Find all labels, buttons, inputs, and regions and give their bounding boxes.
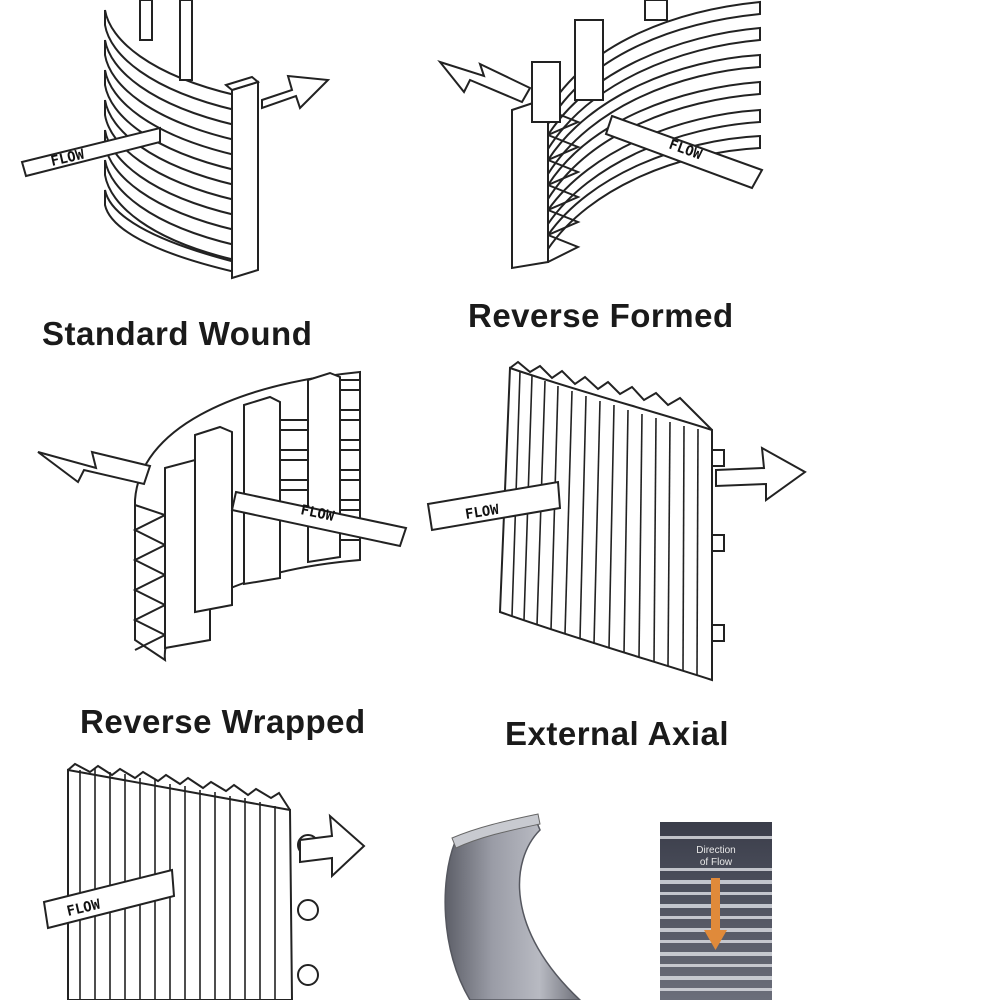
reverse-formed-flow-banner [604, 114, 764, 190]
bottom-right-photo: Direction of Flow [444, 813, 772, 1000]
bottom-left-diagram: FLOW [42, 762, 366, 1000]
direction-flow-arrow-shaft [711, 878, 720, 933]
external-axial-outflow-arrow [715, 446, 807, 502]
standard-wound-flow-banner [20, 126, 161, 178]
external-axial-flow-label: FLOW [464, 502, 500, 523]
caption-external-axial: External Axial [505, 715, 730, 752]
external-axial-top-edge [509, 360, 713, 431]
bottom-left-flow-banner [42, 868, 176, 930]
reverse-wrapped-bar [243, 395, 281, 586]
bottom-left-outflow-arrow [299, 813, 366, 879]
caption-standard-wound: Standard Wound [42, 315, 313, 352]
standard-wound-support-bar-top [223, 75, 261, 92]
reverse-wrapped-flow-label: FLOW [299, 502, 336, 525]
bottom-left-body [67, 768, 294, 1000]
reverse-formed-diagram: FLOW [437, 0, 764, 270]
reverse-wrapped-bar [194, 425, 233, 614]
direction-label-line2: of Flow [700, 857, 733, 868]
external-axial-tab [711, 534, 725, 552]
external-axial-flow-banner [426, 480, 562, 532]
direction-label-line1: Direction [696, 845, 735, 856]
standard-wound-flow-label: FLOW [49, 147, 86, 170]
standard-wound-support-bar [231, 80, 259, 280]
caption-reverse-wrapped: Reverse Wrapped [80, 703, 366, 740]
bottom-left-slats [79, 768, 276, 1000]
bottom-left-top-edge [67, 762, 291, 811]
standard-wound-support-rod [139, 0, 153, 41]
external-axial-tab [711, 624, 725, 642]
reverse-formed-outflow-arrow [437, 60, 532, 104]
external-axial-diagram: FLOW [426, 360, 807, 682]
standard-wound-support-rod [179, 0, 193, 81]
bottom-left-rod [297, 964, 319, 986]
caption-reverse-formed: Reverse Formed [468, 297, 734, 334]
standard-wound-outflow-arrow [261, 74, 331, 110]
reverse-formed-support-rod [531, 61, 561, 123]
reverse-wrapped-bar [307, 371, 341, 564]
reverse-wrapped-outflow-arrow [37, 450, 152, 486]
reverse-wrapped-flow-banner [230, 490, 408, 548]
reverse-formed-support-rod [644, 0, 668, 21]
direction-flow-arrow-head [704, 930, 727, 950]
curved-screen-rim [451, 813, 541, 849]
reverse-wrapped-diagram: FLOW [37, 370, 408, 663]
reverse-formed-support-bar [511, 100, 549, 270]
standard-wound-diagram: FLOW [20, 0, 331, 280]
reverse-formed-support-rod [574, 19, 604, 101]
bottom-left-rod [297, 899, 319, 921]
external-axial-body [498, 366, 713, 682]
curved-screen-panel [444, 817, 582, 1000]
bottom-left-flow-label: FLOW [65, 897, 102, 920]
external-axial-tab [711, 449, 725, 467]
